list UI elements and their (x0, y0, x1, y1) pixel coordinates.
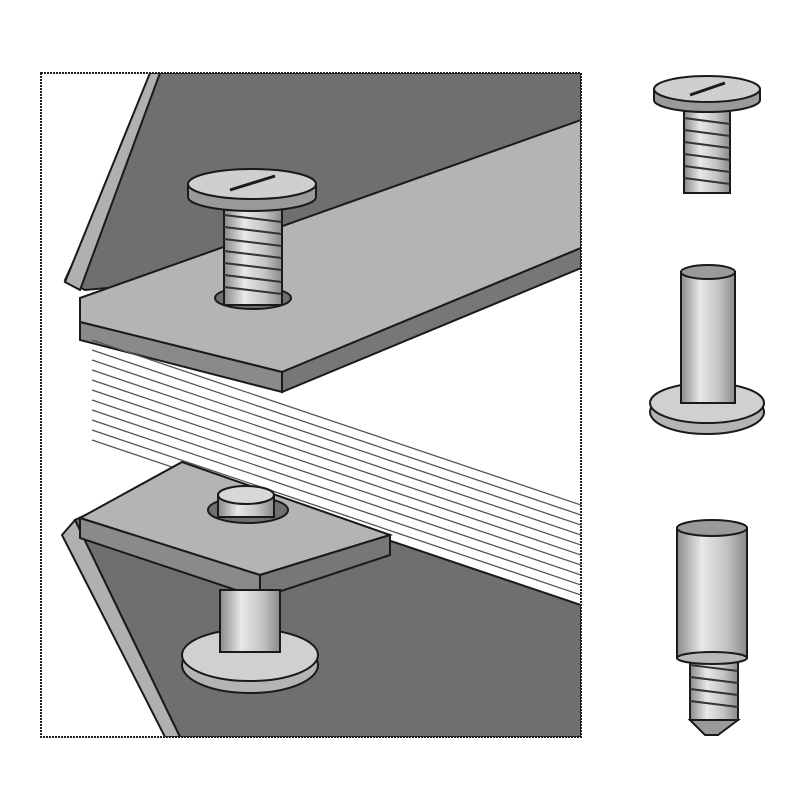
part-extension-post (676, 519, 748, 736)
assembly-scene (41, 73, 581, 737)
bottom-cover-edge (60, 518, 182, 737)
part-post (649, 264, 765, 435)
part-screw (653, 75, 761, 194)
scene-frame (40, 72, 582, 738)
top-binder-strip-side (281, 246, 581, 394)
assembled-screw (187, 168, 317, 310)
assembled-post (181, 485, 319, 694)
top-cover-edge (63, 73, 162, 292)
